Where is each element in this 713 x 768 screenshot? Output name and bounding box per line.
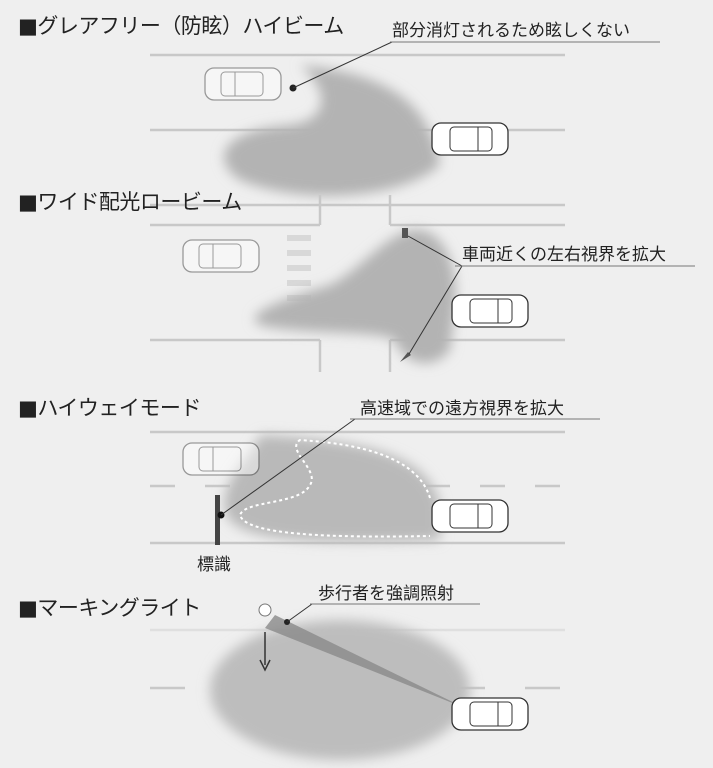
callout-highway-mode: 高速域での遠方視界を拡大	[360, 399, 564, 419]
pedestrian-icon	[402, 228, 408, 238]
pedestrian-icon	[400, 352, 411, 362]
callout-line	[286, 603, 313, 623]
own-car	[431, 499, 509, 533]
callout-line	[408, 265, 463, 355]
marking-light-scene	[150, 603, 565, 760]
arrow-head-icon	[259, 659, 271, 672]
beam-area	[224, 435, 440, 542]
callout-line	[292, 41, 393, 89]
callout-wide-low-beam: 車両近くの左右視界を拡大	[462, 245, 666, 265]
car-ahead	[182, 442, 260, 476]
section-title-marking-light: ■マーキングライト	[18, 596, 201, 620]
section-title-glare-free: ■グレアフリー（防眩）ハイビーム	[18, 14, 344, 38]
own-car	[431, 122, 509, 156]
own-car	[451, 294, 529, 328]
callout-glare-free: 部分消灯されるため眩しくない	[392, 21, 630, 41]
wide-low-beam-scene	[150, 195, 695, 372]
pedestrian-icon	[258, 603, 272, 617]
oncoming-car	[204, 67, 282, 101]
section-title-wide-low-beam: ■ワイド配光ロービーム	[18, 190, 242, 214]
own-car	[451, 697, 529, 731]
beam-area	[224, 65, 440, 196]
road-sign-icon	[215, 495, 220, 545]
beam-area	[254, 229, 456, 364]
section-title-highway-mode: ■ハイウェイモード	[18, 396, 201, 420]
high-beam-outline	[238, 438, 431, 538]
callout-line	[220, 418, 356, 516]
beam-area	[210, 620, 470, 760]
road-lines	[150, 195, 565, 372]
cross-traffic-car	[182, 239, 260, 273]
callout-line	[407, 235, 463, 267]
sign-label: 標識	[197, 555, 231, 575]
callout-marking-light: 歩行者を強調照射	[318, 584, 454, 604]
highway-mode-scene	[150, 418, 600, 545]
glare-free-scene	[150, 41, 660, 207]
spot-beam	[265, 615, 465, 708]
